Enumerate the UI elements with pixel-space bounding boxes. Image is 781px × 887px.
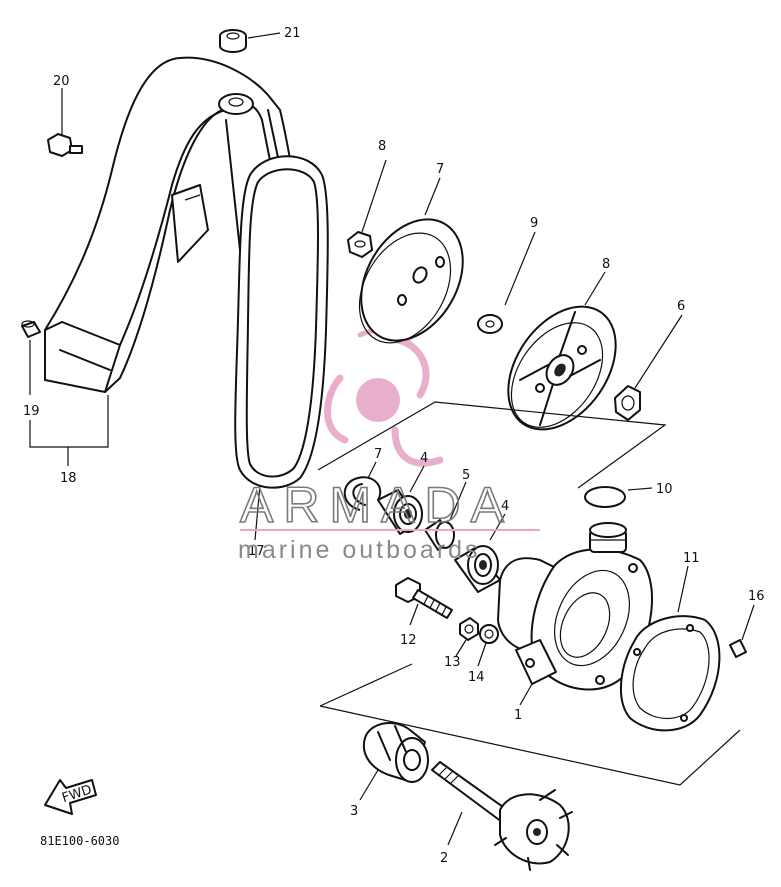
part-4-bearing-left bbox=[377, 465, 425, 535]
part-6-nut bbox=[614, 314, 683, 421]
callout-17: 17 bbox=[248, 544, 265, 559]
part-3-hub bbox=[359, 722, 429, 801]
callout-5: 5 bbox=[462, 468, 470, 483]
part-17-v-belt bbox=[234, 155, 329, 541]
callout-9: 9 bbox=[530, 216, 538, 231]
part-20-grommet bbox=[219, 29, 281, 53]
callout-2: 2 bbox=[440, 851, 448, 866]
callout-8-upper: 7 bbox=[436, 162, 444, 177]
part-10-nut bbox=[347, 159, 387, 258]
part-14-nut bbox=[455, 617, 479, 657]
callout-3: 3 bbox=[350, 804, 358, 819]
part-16-dowel-pin bbox=[729, 604, 755, 658]
callout-21: 20 bbox=[53, 74, 70, 89]
part-9-washer bbox=[477, 231, 536, 334]
part-19-collar bbox=[21, 320, 41, 395]
callout-7: 7 bbox=[374, 447, 382, 462]
callout-8-lower: 8 bbox=[602, 257, 610, 272]
watermark: ARMADA marine outboards bbox=[238, 476, 540, 564]
callout-20: 21 bbox=[284, 26, 301, 41]
part-2-impeller-shaft bbox=[431, 761, 573, 871]
assembly-box-upper bbox=[317, 401, 667, 489]
callout-4-right: 4 bbox=[501, 499, 509, 514]
part-5-spacer bbox=[424, 481, 467, 551]
part-7-circlip bbox=[343, 461, 382, 511]
callout-19: 19 bbox=[23, 404, 40, 419]
watermark-tagline: marine outboards bbox=[238, 536, 481, 564]
part-8-pulley-half-lower bbox=[507, 271, 617, 431]
callout-14: 13 bbox=[444, 655, 461, 670]
callout-10: 8 bbox=[378, 139, 386, 154]
part-21-bolt bbox=[47, 88, 83, 157]
part-8-pulley-half-upper bbox=[358, 177, 464, 344]
assembly-box-lower bbox=[319, 663, 741, 786]
watermark-brand: ARMADA bbox=[240, 477, 514, 533]
callout-16: 16 bbox=[748, 589, 765, 604]
part-13-bolt bbox=[395, 577, 453, 626]
group-bracket-18-19 bbox=[29, 395, 109, 466]
part-11-o-ring bbox=[584, 486, 653, 508]
watermark-logo-icon bbox=[324, 327, 444, 467]
callout-6: 6 bbox=[677, 299, 685, 314]
part-15-washer bbox=[477, 624, 499, 667]
callout-12: 11 bbox=[683, 551, 700, 566]
part-4-bearing-right bbox=[454, 513, 506, 593]
part-12-gasket bbox=[619, 565, 721, 732]
callout-4-left: 4 bbox=[420, 451, 428, 466]
callout-15: 14 bbox=[468, 670, 485, 685]
forward-arrow-icon: FWD bbox=[44, 779, 97, 815]
callout-1: 1 bbox=[514, 708, 522, 723]
callout-11: 10 bbox=[656, 482, 673, 497]
callout-18: 18 bbox=[60, 471, 77, 486]
callout-13: 12 bbox=[400, 633, 417, 648]
diagram-code: 81E100-6030 bbox=[40, 834, 119, 848]
callout-labels: 21 20 8 7 9 8 6 19 18 7 4 5 4 10 17 11 1… bbox=[23, 26, 765, 866]
part-1-pump-housing bbox=[497, 522, 653, 706]
